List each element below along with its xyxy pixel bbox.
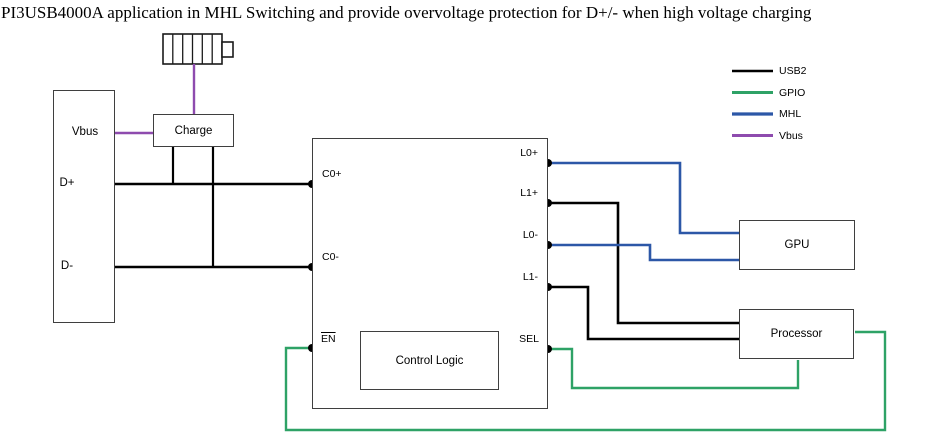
legend-label-vbus: Vbus (779, 129, 803, 142)
port-label-en: EN (321, 333, 336, 345)
port-label-c0minus: C0- (322, 251, 339, 263)
gpu-label: GPU (784, 239, 810, 251)
port-label-l1plus: L1+ (520, 187, 538, 199)
port-label-l1minus: L1- (522, 271, 538, 283)
pin-label-dplus: D+ (59, 177, 75, 189)
wire-l0plus-to-gpu (548, 161, 739, 235)
processor-block: Processor (739, 309, 854, 359)
port-label-c0plus: C0+ (322, 168, 342, 180)
gpu-block: GPU (739, 220, 855, 270)
en-overline-text: EN (321, 333, 336, 345)
wire-l1minus-to-processor (548, 285, 739, 341)
legend-label-mhl: MHL (779, 108, 802, 120)
control-logic-block: Control Logic (360, 331, 499, 390)
pin-label-vbus: Vbus (71, 126, 99, 138)
wire-sel-to-processor (548, 347, 800, 390)
charge-label: Charge (174, 124, 213, 137)
wire-l0minus-to-gpu (548, 243, 739, 262)
usb-connector-block (53, 90, 115, 323)
port-label-sel: SEL (519, 333, 539, 345)
control-logic-label: Control Logic (395, 354, 464, 367)
wire-l1plus-to-processor (548, 201, 739, 325)
wire-en-to-processor (284, 330, 887, 432)
port-label-l0minus: L0- (522, 229, 538, 241)
diagram-title: PI3USB4000A application in MHL Switching… (1, 3, 812, 22)
legend-label-usb2: USB2 (779, 65, 807, 77)
processor-label: Processor (770, 328, 823, 340)
pin-label-dminus: D- (60, 260, 74, 272)
legend-label-gpio: GPIO (779, 86, 806, 99)
battery-icon (162, 33, 234, 65)
port-label-l0plus: L0+ (520, 147, 538, 159)
charge-block: Charge (153, 114, 234, 147)
